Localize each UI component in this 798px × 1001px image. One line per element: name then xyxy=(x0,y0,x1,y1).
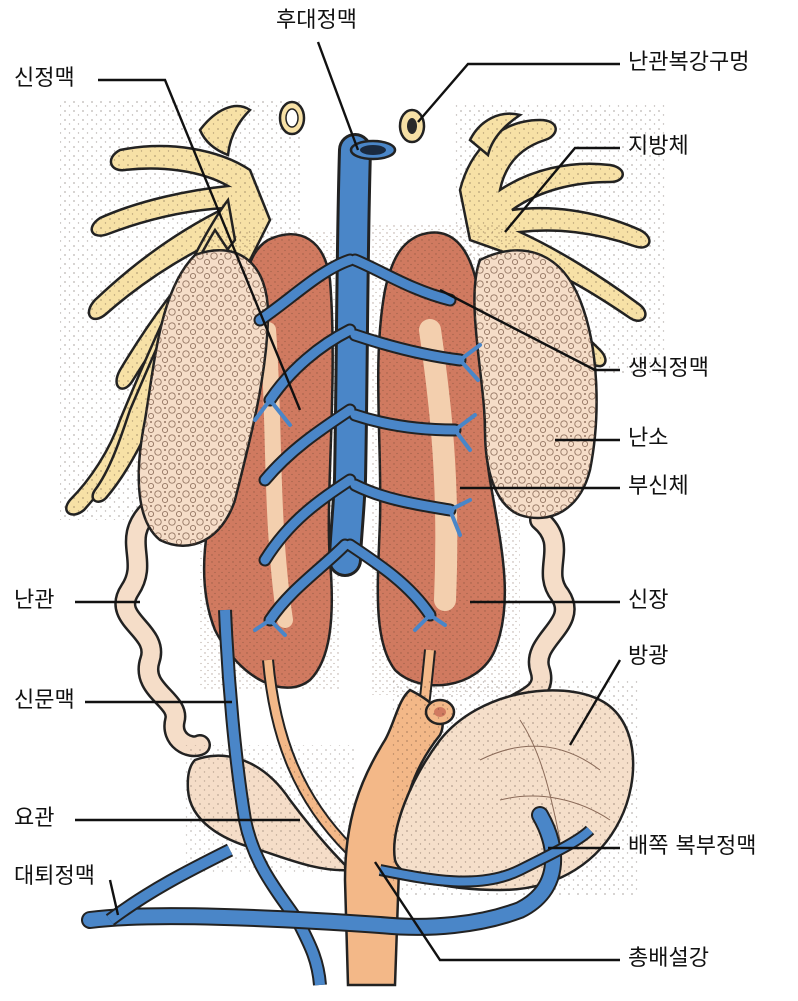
label-ostium: 난관복강구멍 xyxy=(628,52,749,74)
label-renal-vein: 신정맥 xyxy=(14,68,75,90)
label-ureter: 요관 xyxy=(14,808,54,830)
label-kidney: 신장 xyxy=(628,590,668,612)
label-adrenal: 부신체 xyxy=(628,476,689,498)
label-ovary: 난소 xyxy=(628,428,668,450)
label-fat-body: 지방체 xyxy=(628,136,689,158)
bladder xyxy=(390,680,640,895)
ostium-left xyxy=(280,102,304,134)
label-oviduct: 난관 xyxy=(14,590,54,612)
ostium-right xyxy=(400,110,424,142)
label-gonadal-vein: 생식정맥 xyxy=(628,358,709,380)
label-ventral-abdominal-vein: 배쪽 복부정맥 xyxy=(628,836,756,858)
label-posterior-vena-cava: 후대정맥 xyxy=(276,10,357,32)
label-cloaca: 총배설강 xyxy=(628,948,709,970)
label-bladder: 방광 xyxy=(628,646,668,668)
label-femoral-vein: 대퇴정맥 xyxy=(14,866,95,888)
label-renal-portal-vein: 신문맥 xyxy=(14,690,75,712)
